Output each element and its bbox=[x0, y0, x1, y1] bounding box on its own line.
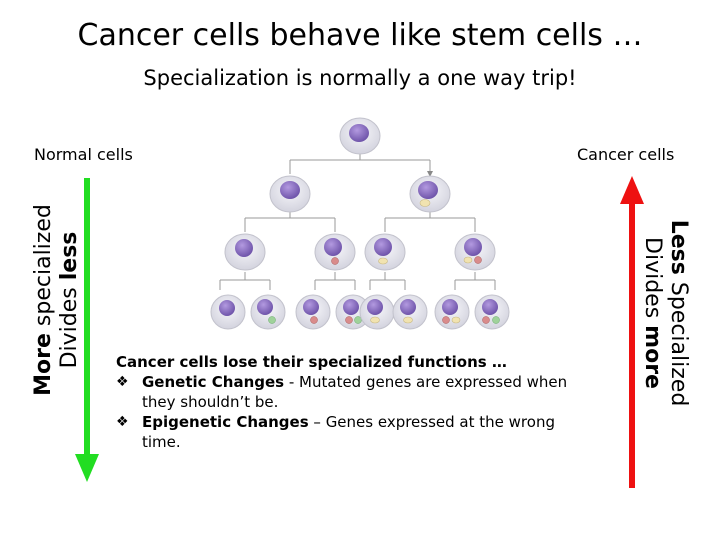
left-axis-bold-1: More bbox=[31, 333, 56, 396]
progenitor-cell bbox=[269, 175, 311, 213]
stem-cell bbox=[339, 117, 381, 155]
bullet-sep: - bbox=[284, 373, 300, 391]
specialized-cell bbox=[359, 294, 395, 330]
specialized-cell bbox=[434, 294, 470, 330]
progenitor-cell bbox=[409, 175, 451, 213]
bullet-text: Genes expressed at the wrong time. bbox=[142, 413, 555, 451]
normal-cells-label: Normal cells bbox=[34, 145, 133, 164]
slide-title: Cancer cells behave like stem cells … bbox=[77, 18, 643, 53]
right-axis-bold-1: Less bbox=[666, 219, 691, 275]
specialized-cell bbox=[335, 294, 371, 330]
list-item: ❖ Genetic Changes - Mutated genes are ex… bbox=[116, 372, 596, 412]
specialized-cell bbox=[295, 294, 331, 330]
cancer-cells-label: Cancer cells bbox=[577, 145, 675, 164]
right-axis-text-1: Specialized bbox=[666, 274, 691, 407]
specialized-cell bbox=[392, 294, 428, 330]
left-axis-text-1: specialized bbox=[31, 204, 56, 334]
bullet-term: Epigenetic Changes bbox=[142, 413, 309, 431]
bullet-term: Genetic Changes bbox=[142, 373, 285, 391]
specialized-cell bbox=[474, 294, 510, 330]
cell-differentiation-tree bbox=[210, 117, 510, 330]
tree-connectors bbox=[219, 154, 496, 290]
green-down-arrow-icon bbox=[75, 178, 99, 482]
red-up-arrow-icon bbox=[620, 176, 644, 488]
specialized-cell bbox=[250, 294, 286, 330]
intermediate-cell bbox=[314, 233, 356, 271]
intermediate-cell bbox=[364, 233, 406, 271]
explanation-list: ❖ Genetic Changes - Mutated genes are ex… bbox=[116, 372, 596, 452]
bullet-sep: – bbox=[308, 413, 326, 431]
bullet-text: Mutated genes are expressed when they sh… bbox=[142, 373, 568, 411]
specialized-cell bbox=[210, 294, 246, 330]
explanation-block: Cancer cells lose their specialized func… bbox=[116, 352, 596, 452]
intermediate-cell bbox=[454, 233, 496, 271]
diamond-bullet-icon: ❖ bbox=[116, 414, 129, 430]
list-item: ❖ Epigenetic Changes – Genes expressed a… bbox=[116, 412, 596, 452]
intermediate-cell bbox=[224, 233, 266, 271]
diamond-bullet-icon: ❖ bbox=[116, 374, 129, 390]
explanation-heading: Cancer cells lose their specialized func… bbox=[116, 353, 507, 371]
slide-subtitle: Specialization is normally a one way tri… bbox=[143, 66, 577, 90]
